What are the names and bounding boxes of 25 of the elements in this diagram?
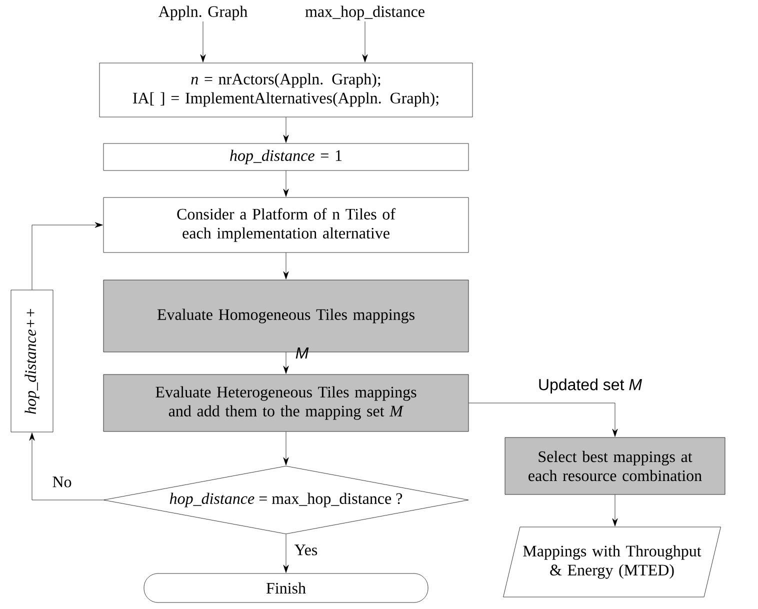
arrow xyxy=(32,222,103,290)
output-parallelogram: Mappings with Throughput & Energy (MTED) xyxy=(503,526,721,598)
arrow xyxy=(283,252,289,280)
process-box: hop_distance++ xyxy=(10,290,54,432)
arrow xyxy=(283,170,289,197)
process-box: Select best mappings at each resource combination xyxy=(504,437,726,495)
arrow xyxy=(283,352,289,374)
input-label: Appln. Graph xyxy=(158,6,248,20)
input-label: max_hop_distance xyxy=(305,6,424,20)
process-box: Consider a Platform of n Tiles of each implementation alternative xyxy=(103,197,469,253)
process-box: Evaluate Heterogeneous Tiles mappings and add them to the mapping set M xyxy=(103,374,469,432)
arrow xyxy=(200,21,206,62)
arrow xyxy=(468,402,618,437)
edge-label: Yes xyxy=(294,544,318,556)
edge-label: Updated set M xyxy=(539,378,642,394)
arrow xyxy=(612,494,618,526)
arrow xyxy=(362,21,368,62)
process-box: hop_distance = 1 xyxy=(103,143,469,171)
terminal-box: Finish xyxy=(144,573,428,603)
arrow xyxy=(29,432,104,500)
arrow xyxy=(283,534,289,573)
arrow xyxy=(283,432,289,466)
arrow xyxy=(283,117,289,143)
edge-label: No xyxy=(52,476,72,488)
process-box: n = nrActors(Appln. Graph); IA[ ] = ImplementAlternatives(Appln. Graph); xyxy=(99,62,473,118)
